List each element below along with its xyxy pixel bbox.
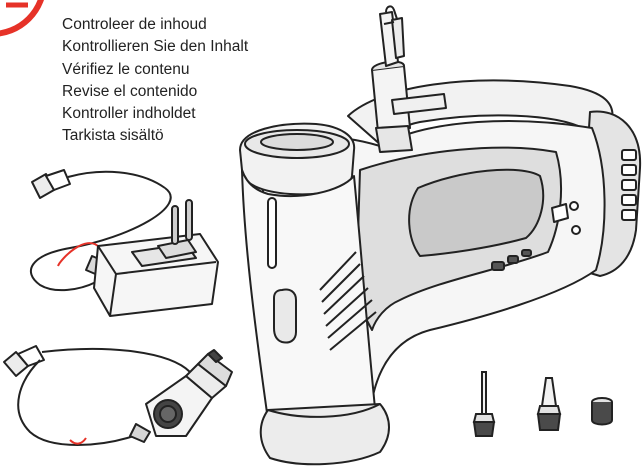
- instruction-de: Kontrollieren Sie den Inhalt: [62, 38, 249, 56]
- valve-adapter-icon: [591, 397, 613, 426]
- instruction-es: Revise el contenido: [62, 82, 198, 100]
- instruction-fr: Vérifiez le contenu: [62, 60, 190, 78]
- instruction-nl: Controleer de inhoud: [62, 16, 207, 33]
- car-adapter-icon: [3, 345, 233, 446]
- cone-nozzle-icon: [536, 377, 562, 431]
- red-badge-icon: [0, 0, 44, 37]
- instructions-list: Controleer de inhoud Kontrollieren Sie d…: [62, 14, 248, 148]
- instruction-fi: Tarkista sisältö: [62, 127, 164, 145]
- air-compressor-icon: [239, 5, 642, 466]
- instruction-da: Kontroller indholdet: [62, 105, 196, 123]
- ac-adapter-icon: [29, 169, 219, 317]
- inflation-needle-icon: [472, 371, 496, 437]
